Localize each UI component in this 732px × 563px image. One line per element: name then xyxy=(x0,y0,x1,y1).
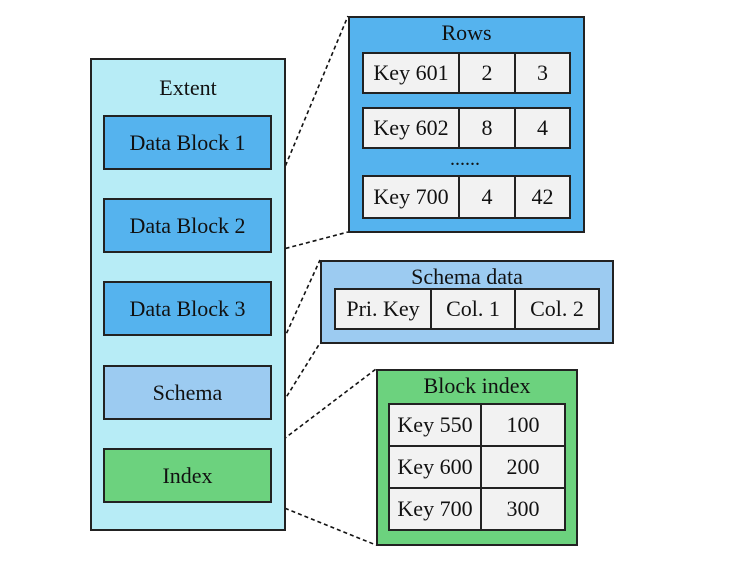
connector-index-bottom xyxy=(271,502,377,546)
rows-row-2-col1: 8 xyxy=(458,107,516,149)
connector-block2-top xyxy=(271,15,349,199)
rows-row-1-key: Key 601 xyxy=(362,52,460,94)
rows-row-1-col1: 2 xyxy=(458,52,516,94)
schema-block-label: Schema xyxy=(152,379,223,405)
index-row-1-key: Key 550 xyxy=(388,403,482,447)
index-block: Index xyxy=(103,448,272,503)
index-panel-title: Block index xyxy=(423,373,531,398)
rows-row-2-col2: 4 xyxy=(514,107,571,149)
rows-row-3-key: Key 700 xyxy=(362,175,460,219)
schema-block: Schema xyxy=(103,365,272,420)
index-block-label: Index xyxy=(162,462,213,488)
schema-panel-title: Schema data xyxy=(411,264,523,289)
index-row-2-value: 200 xyxy=(480,445,566,489)
connector-block2-bottom xyxy=(271,231,349,253)
rows-row-1-col2: 3 xyxy=(514,52,571,94)
index-row-1-value: 100 xyxy=(480,403,566,447)
schema-cell-col1: Col. 1 xyxy=(430,288,516,330)
rows-panel-title: Rows xyxy=(441,20,492,45)
schema-cell-col2: Col. 2 xyxy=(514,288,600,330)
rows-ellipsis: ...... xyxy=(450,148,480,170)
connector-schema-top xyxy=(271,259,321,366)
index-row-3-value: 300 xyxy=(480,487,566,531)
rows-row-3-col1: 4 xyxy=(458,175,516,219)
data-block-1-label: Data Block 1 xyxy=(129,129,246,155)
rows-row-2-key: Key 602 xyxy=(362,107,460,149)
data-block-1: Data Block 1 xyxy=(103,115,272,170)
data-block-2-label: Data Block 2 xyxy=(129,212,246,238)
extent-title: Extent xyxy=(159,75,217,100)
data-block-2: Data Block 2 xyxy=(103,198,272,253)
data-block-3: Data Block 3 xyxy=(103,281,272,336)
index-row-3-key: Key 700 xyxy=(388,487,482,531)
schema-cell-pri-key: Pri. Key xyxy=(334,288,432,330)
index-row-2-key: Key 600 xyxy=(388,445,482,489)
data-block-3-label: Data Block 3 xyxy=(129,295,246,321)
rows-row-3-col2: 42 xyxy=(514,175,571,219)
connector-index-top xyxy=(271,368,377,449)
